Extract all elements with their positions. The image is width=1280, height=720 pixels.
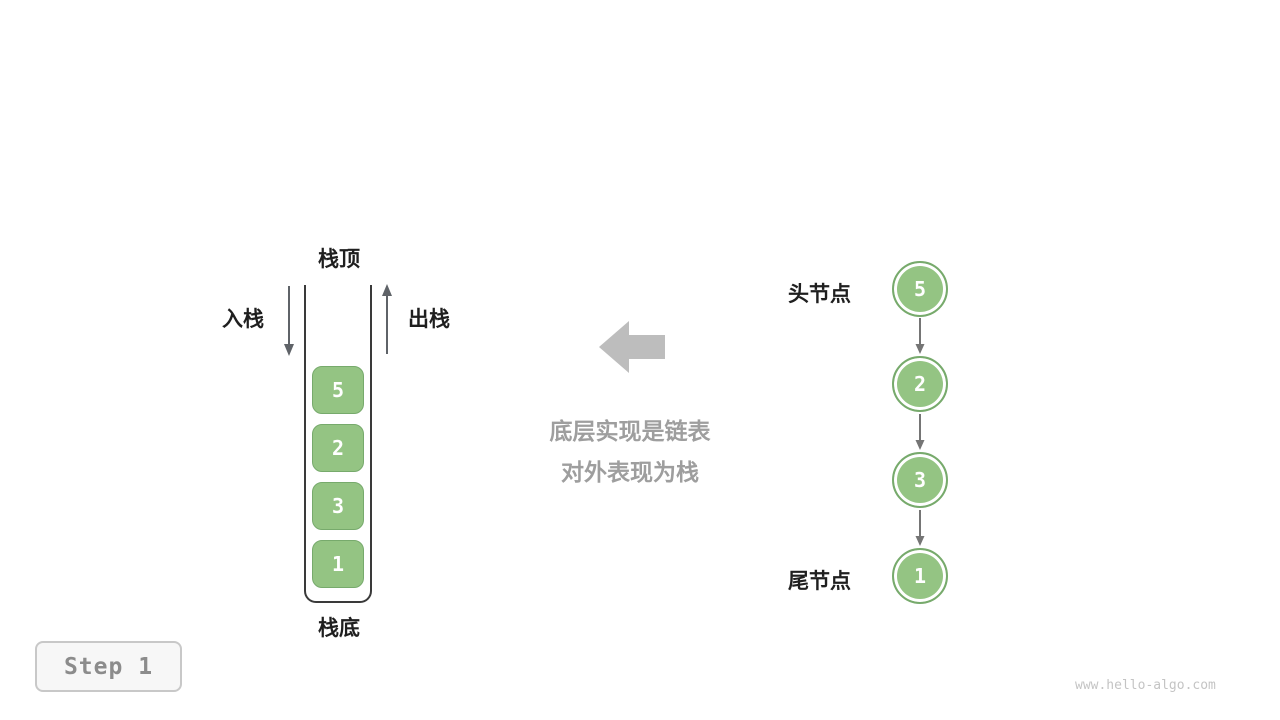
stack-container: 5 2 3 1 — [304, 285, 372, 603]
caption: 底层实现是链表 对外表现为栈 — [495, 411, 765, 493]
push-label: 入栈 — [222, 308, 264, 331]
caption-line-2: 对外表现为栈 — [561, 459, 699, 485]
list-node: 3 — [892, 452, 948, 508]
pop-arrow-icon — [381, 284, 393, 359]
stack-item: 1 — [312, 540, 364, 588]
stack-item: 2 — [312, 424, 364, 472]
push-arrow-icon — [283, 286, 295, 361]
pop-label: 出栈 — [408, 308, 450, 331]
link-arrow-icon — [914, 318, 926, 359]
stack-item: 3 — [312, 482, 364, 530]
link-arrow-icon — [914, 510, 926, 551]
tail-node-label: 尾节点 — [788, 570, 851, 593]
stack-item: 5 — [312, 366, 364, 414]
stack-top-label: 栈顶 — [318, 248, 360, 271]
step-badge: Step 1 — [35, 641, 182, 692]
watermark: www.hello-algo.com — [1075, 678, 1216, 693]
link-arrow-icon — [914, 414, 926, 455]
list-node: 5 — [892, 261, 948, 317]
list-node: 2 — [892, 356, 948, 412]
caption-line-1: 底层实现是链表 — [549, 418, 711, 444]
left-block-arrow-icon — [599, 321, 665, 378]
step-badge-label: Step 1 — [63, 653, 154, 680]
stack-bottom-label: 栈底 — [318, 617, 360, 640]
list-node: 1 — [892, 548, 948, 604]
head-node-label: 头节点 — [788, 283, 851, 306]
